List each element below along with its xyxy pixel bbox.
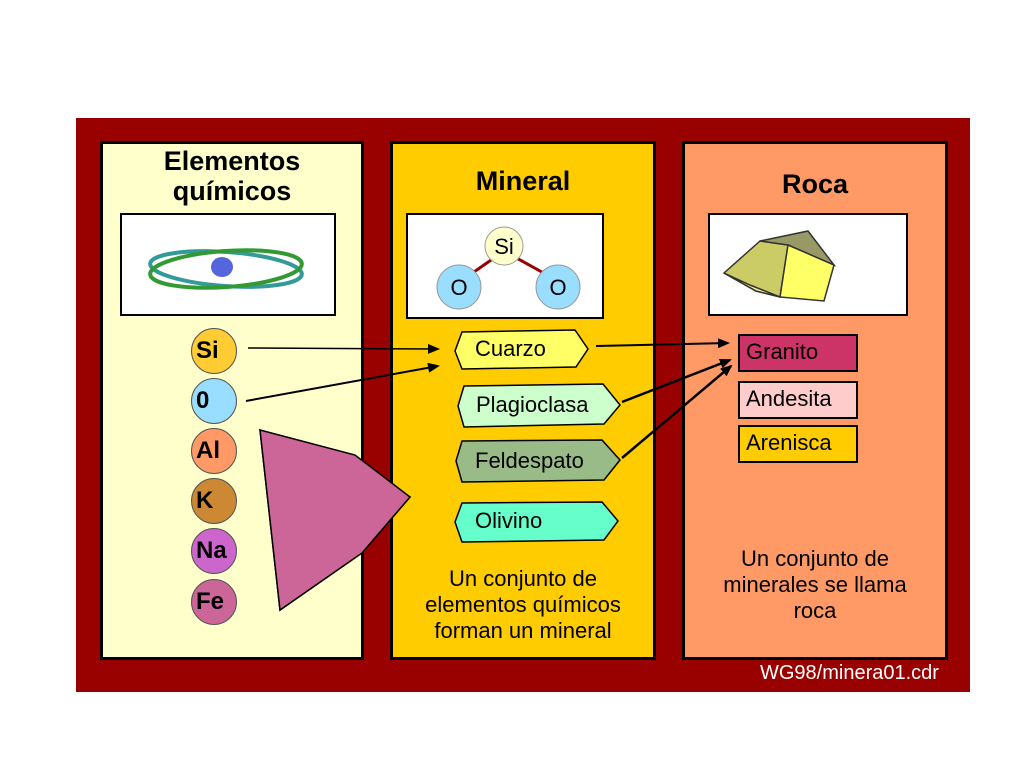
mineral-plagioclasa-shape [457,383,621,428]
mineral-caption-line2: elementos químicos [425,592,621,617]
molecule-icon: Si O O [436,226,581,310]
arrow-plagioclasa-to-granito [621,358,732,404]
elements-title-line2: químicos [172,176,292,206]
rock-caption: Un conjunto de minerales se llama roca [684,546,946,624]
element-fe: Fe [191,579,237,625]
mineral-caption: Un conjunto de elementos químicos forman… [392,566,654,644]
rock-caption-line3: roca [793,598,837,623]
big-arrow-notch [259,428,412,612]
atom-icon [148,248,304,290]
mineral-olivino-shape [454,501,619,543]
molecule-image-box: Si O O [406,213,604,319]
mineral-caption-line1: Un conjunto de [449,566,597,591]
file-label: WG98/minera01.cdr [760,662,939,684]
mineral-olivino-label: Olivino [475,508,542,533]
element-al: Al [191,428,237,474]
rock-andesita: Andesita [738,381,858,419]
rock-granito: Granito [738,334,858,372]
mineral-plagioclasa-label: Plagioclasa [476,392,589,417]
arrow-o-to-cuarzo [245,362,440,402]
rock-caption-line1: Un conjunto de [741,546,889,571]
molecule-o-left-label: O [450,275,467,300]
arrow-si-to-cuarzo [247,343,440,354]
element-si: Si [191,328,237,374]
rock-arenisca: Arenisca [738,425,858,463]
arrow-feldespato-to-granito [621,364,733,459]
mineral-cuarzo-label: Cuarzo [475,336,546,361]
mineral-feldespato-shape [455,439,621,483]
mineral-cuarzo-shape [454,329,589,370]
element-k: K [191,478,237,524]
atom-image-box [120,213,336,316]
mineral-feldespato-label: Feldespato [475,448,584,473]
element-o: 0 [191,378,237,424]
element-na: Na [191,528,237,574]
arrow-cuarzo-to-granito [595,338,730,349]
molecule-si-label: Si [494,234,514,259]
rock-caption-line2: minerales se llama [723,572,907,597]
rock-title: Roca [781,169,849,199]
mineral-title: Mineral [475,166,571,196]
mineral-caption-line3: forman un mineral [434,618,612,643]
molecule-o-right-label: O [549,275,566,300]
elements-title-line1: Elementos [163,146,301,176]
rock-crystal-icon [722,230,837,302]
rock-image-box [708,213,908,316]
